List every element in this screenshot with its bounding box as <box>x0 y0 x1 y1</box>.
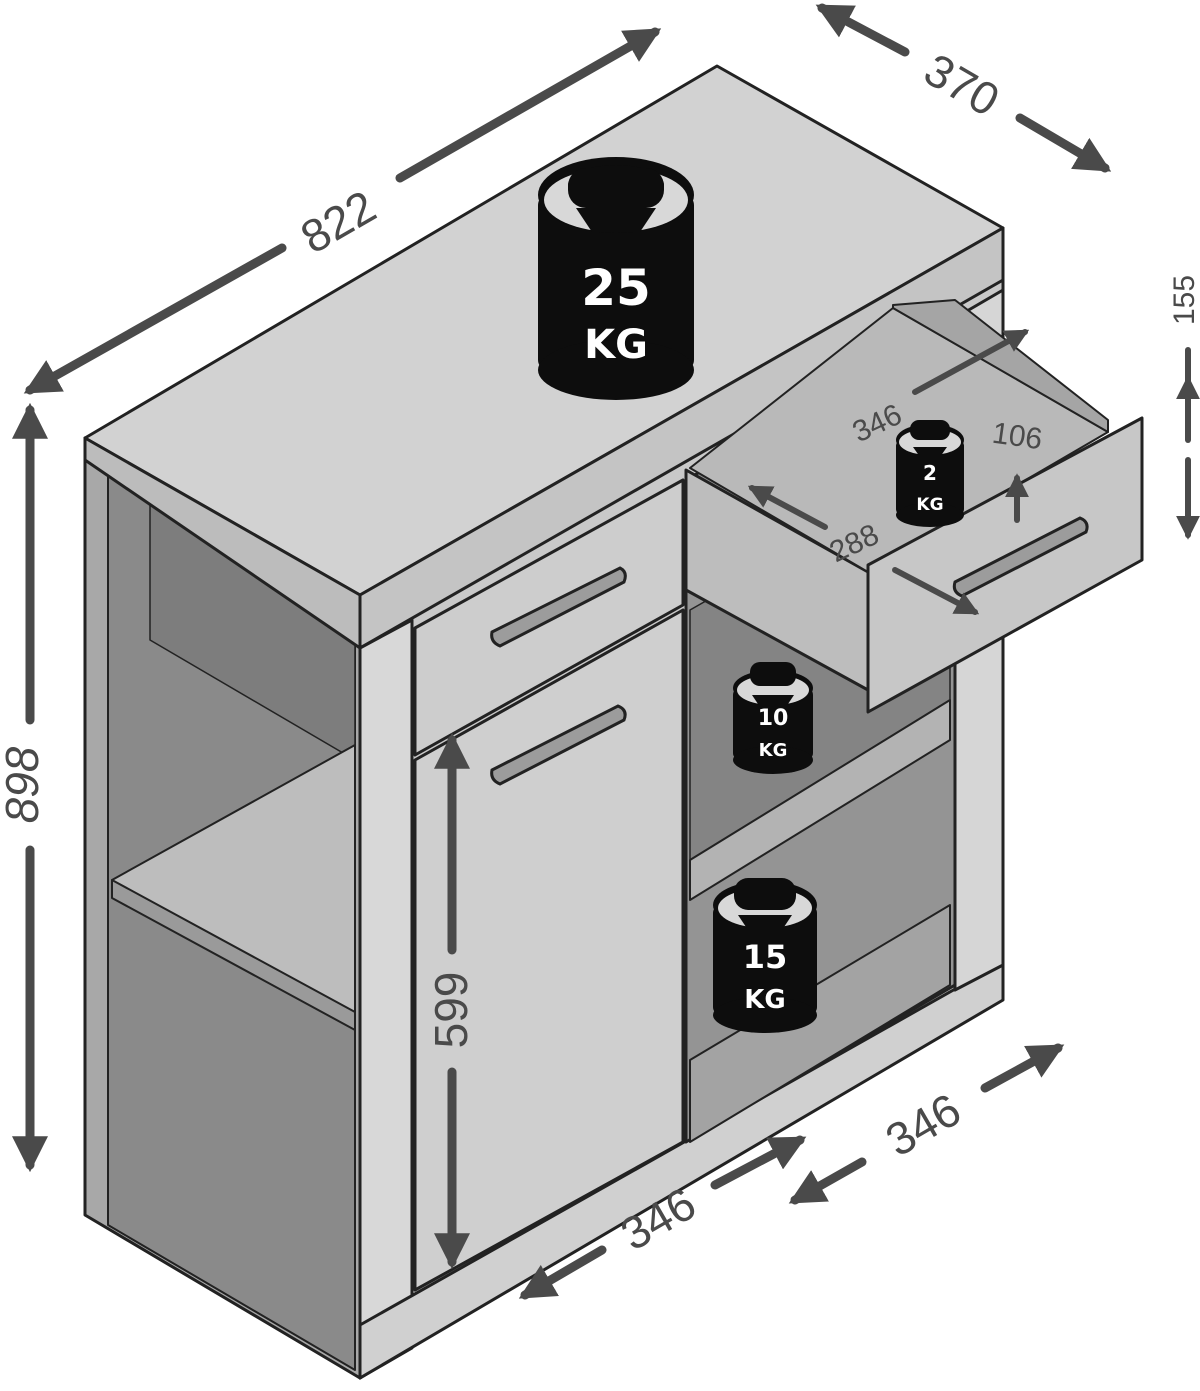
width-arrow-right <box>395 27 662 183</box>
right-bottom-board <box>689 904 951 1143</box>
weight-15kg: 15 KG <box>713 878 817 1033</box>
left-front-post <box>358 618 414 1380</box>
left-shelf-edge <box>111 879 356 1031</box>
weight-2kg: 2 KG <box>896 420 964 527</box>
width-arrow-left <box>23 243 287 395</box>
open-drawer-back <box>892 299 1109 433</box>
bottom-left-arrow-left <box>518 1245 607 1300</box>
drawer-inner-height-label: 106 <box>990 417 1044 457</box>
drawer-width-arrow <box>912 329 1030 395</box>
height-label: 898 <box>0 746 48 823</box>
width-label: 822 <box>292 180 384 263</box>
open-drawer-handle <box>952 516 1089 598</box>
closed-drawer-handle <box>490 566 627 648</box>
bottom-left-arrow-right <box>710 1135 807 1190</box>
left-door <box>413 608 685 1292</box>
drawer-height-label: 155 <box>1168 275 1200 325</box>
weight-2-unit: KG <box>916 495 943 515</box>
door-height-label: 599 <box>425 972 477 1049</box>
bottom-right-width-label: 346 <box>877 1083 969 1166</box>
door-handle <box>490 704 627 786</box>
weight-2-number: 2 <box>923 461 937 485</box>
weight-10kg: 10 KG <box>733 662 813 774</box>
depth-arrow-top <box>815 3 910 57</box>
weight-25kg: 25 KG <box>538 157 694 400</box>
weight-10-unit: KG <box>759 740 788 761</box>
weight-15-unit: KG <box>744 985 786 1015</box>
drawer-depth-arrow <box>892 567 980 615</box>
weight-10-number: 10 <box>758 706 789 731</box>
right-shelf <box>689 699 951 901</box>
drawer-width-arrow-b <box>747 485 828 530</box>
depth-label: 370 <box>916 43 1008 126</box>
weight-25-number: 25 <box>581 259 651 317</box>
weight-25-unit: KG <box>584 322 648 368</box>
depth-arrow-bottom <box>1015 113 1112 173</box>
weight-15-number: 15 <box>743 938 788 976</box>
bottom-right-arrow-left <box>788 1157 867 1205</box>
handles <box>490 516 1089 786</box>
dimension-arrows <box>12 3 1200 1300</box>
cabinet-top-right-edge <box>358 226 1005 650</box>
bottom-right-arrow-right <box>980 1043 1065 1093</box>
